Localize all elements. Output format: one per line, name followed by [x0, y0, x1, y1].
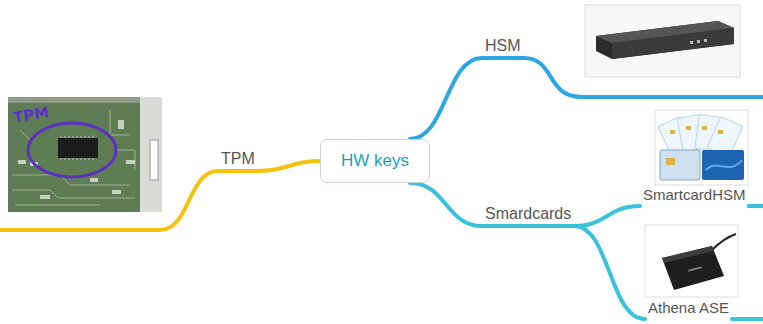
branch-run — [749, 204, 763, 208]
branch-run — [482, 58, 763, 97]
branch-connector — [574, 206, 640, 226]
branch-connector — [574, 226, 645, 319]
card-pattern — [706, 160, 742, 170]
branch-topic: TPM — [218, 150, 258, 171]
topic-text: HSM — [485, 37, 521, 55]
board-slot — [150, 140, 158, 180]
reader-logo — [688, 266, 702, 272]
rack-buttons — [690, 39, 707, 44]
branch-connector — [410, 58, 482, 139]
rack-front — [612, 28, 734, 59]
topic-text: TPM — [221, 150, 255, 168]
branch-connector — [410, 183, 482, 226]
topic-text: Athena ASE — [648, 299, 729, 316]
card-chips — [670, 126, 723, 134]
smartcards-photo — [655, 110, 748, 185]
rack-unit — [596, 21, 734, 59]
handwritten-label: TPM — [12, 103, 51, 127]
chip-pins — [61, 136, 93, 160]
circuit-board — [8, 97, 162, 212]
branch-topic: Smardcards — [482, 205, 574, 226]
card-reader — [662, 246, 724, 290]
reader-slot — [662, 246, 714, 263]
marker-circle — [28, 123, 116, 177]
photo-frame — [645, 225, 738, 297]
topic-text: Smardcards — [485, 205, 571, 223]
central-topic: HW keys — [320, 139, 430, 183]
tpm-board-photo — [8, 97, 162, 212]
branch-topic: HSM — [482, 37, 524, 58]
hsm-appliance-photo — [585, 0, 740, 77]
board-strip — [8, 97, 140, 103]
card-chip — [666, 158, 675, 165]
branch-connector — [258, 161, 320, 171]
branch-run — [0, 171, 258, 230]
tpm-chip — [58, 138, 98, 158]
board-edge — [140, 97, 162, 212]
topic-text: HW keys — [341, 151, 409, 171]
branch-run — [732, 317, 763, 321]
reader-cable — [712, 234, 736, 250]
photo-frame — [585, 5, 740, 77]
card-front — [660, 150, 700, 180]
athena-reader-photo — [645, 225, 738, 297]
branch-run — [482, 224, 574, 228]
leaf-topic: SmartcardHSM — [640, 186, 749, 206]
topic-text: SmartcardHSM — [643, 186, 746, 203]
board-components — [18, 120, 135, 199]
card-blue — [702, 150, 744, 180]
photo-frame — [655, 110, 748, 185]
leaf-topic: Athena ASE — [645, 299, 732, 319]
